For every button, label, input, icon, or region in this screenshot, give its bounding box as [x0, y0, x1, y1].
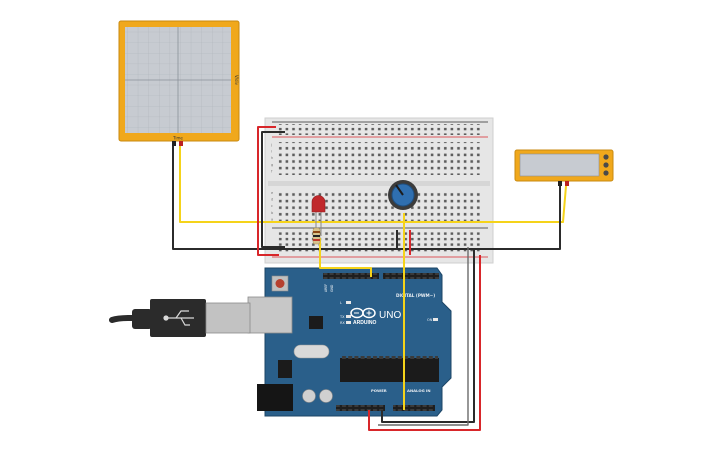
- aref-label: AREF: [324, 284, 328, 292]
- multimeter-terminal-2[interactable]: [603, 162, 609, 168]
- arduino-model: UNO: [379, 310, 401, 321]
- power-label: POWER: [371, 388, 387, 393]
- oscilloscope-probe-negative[interactable]: [172, 141, 176, 146]
- row-letter-e: e: [271, 191, 274, 195]
- multimeter-terminal-1[interactable]: [603, 154, 609, 160]
- usb-port[interactable]: [247, 296, 293, 334]
- row-letter-j: j: [270, 143, 272, 147]
- usb-cable-cord: [109, 315, 155, 323]
- wire-scope-signal-yellow[interactable]: [179, 146, 567, 223]
- led-rx-label: RX: [340, 321, 345, 325]
- wires[interactable]: [172, 126, 567, 431]
- wire-black-left-rail[interactable]: [261, 131, 285, 248]
- led-l-label: L: [340, 301, 342, 305]
- usb-cable[interactable]: [109, 299, 251, 337]
- arduino-logo-icon: [350, 307, 376, 319]
- row-letter-g: g: [271, 163, 273, 167]
- digital-header-left-pins: [323, 273, 379, 279]
- voltage-regulator: [278, 360, 292, 378]
- resistor-band-3: [313, 239, 320, 241]
- row-letter-b: b: [271, 211, 274, 215]
- row-letter-h: h: [271, 156, 273, 160]
- wire-led-to-pin-yellow[interactable]: [319, 238, 372, 277]
- power-header-pins: [336, 405, 385, 411]
- on-label: ON: [427, 318, 433, 322]
- led-tx-label: TX: [339, 315, 345, 319]
- oscilloscope-x-label: Time: [172, 136, 183, 141]
- digital-label: DIGITAL (PWM~): [396, 293, 435, 298]
- wire-ground-rail-to-gnd[interactable]: [381, 250, 475, 423]
- terminal-strip-lower[interactable]: [278, 190, 483, 223]
- capacitor-1: [302, 389, 316, 403]
- multimeter-probe-positive[interactable]: [565, 181, 569, 186]
- usb-symbol-icon: [163, 310, 194, 326]
- digital-header-right-pins: [383, 273, 439, 279]
- multimeter-terminal-3[interactable]: [603, 170, 609, 176]
- multimeter-display: [519, 153, 600, 177]
- oscilloscope-y-label: V/div: [234, 75, 239, 86]
- led-body: [311, 195, 326, 213]
- usb-cable-boot: [132, 309, 152, 329]
- row-letter-f: f: [271, 169, 273, 173]
- led-on: [433, 318, 438, 321]
- led-l: [346, 301, 351, 304]
- led[interactable]: [311, 195, 326, 237]
- resistor[interactable]: [312, 227, 321, 245]
- multimeter[interactable]: [514, 149, 614, 186]
- power-jack[interactable]: [257, 384, 293, 411]
- arduino-brand: ARDUINO: [353, 320, 376, 326]
- row-letter-c: c: [271, 204, 273, 208]
- row-letter-i: i: [271, 150, 272, 154]
- led-rx: [346, 321, 351, 324]
- bottom-power-rail[interactable]: [278, 231, 483, 253]
- arduino-uno[interactable]: AREF GND DIGITAL (PWM~) L TX RX ON ARDUI…: [247, 267, 452, 417]
- row-letter-d: d: [271, 198, 273, 202]
- top-power-rail[interactable]: [278, 124, 483, 135]
- analog-label: ANALOG IN: [407, 388, 431, 393]
- row-letter-a: a: [271, 217, 273, 221]
- multimeter-probe-negative[interactable]: [558, 181, 562, 186]
- wire-scope-ground-black[interactable]: [172, 146, 561, 250]
- terminal-strip-upper[interactable]: [278, 142, 483, 175]
- led-tx: [346, 315, 351, 318]
- potentiometer-indicator: [395, 184, 404, 196]
- usb-cable-metal: [205, 302, 251, 334]
- resistor-band-1: [313, 231, 320, 233]
- microcontroller-pins-top: [341, 356, 438, 359]
- potentiometer[interactable]: [388, 180, 418, 210]
- resistor-band-2: [313, 235, 320, 237]
- wire-5v-to-rail-red[interactable]: [368, 255, 481, 431]
- breadboard[interactable]: j i h g f e d c b a: [264, 117, 494, 264]
- gnd-label: GND: [330, 284, 334, 292]
- breadboard-row-letters: j i h g f e d c b a: [270, 143, 274, 221]
- center-channel: [268, 181, 490, 186]
- capacitor-2: [319, 389, 333, 403]
- microcontroller-chip: [340, 358, 439, 382]
- small-chip: [309, 316, 323, 329]
- oscilloscope[interactable]: Time V/div: [118, 20, 240, 146]
- reset-button-cap[interactable]: [275, 279, 285, 288]
- analog-header-pins: [393, 405, 435, 411]
- crystal: [293, 344, 330, 359]
- wire-gray-rail[interactable]: [378, 247, 469, 426]
- oscilloscope-probe-positive[interactable]: [179, 141, 183, 146]
- wire-red-left-rail[interactable]: [257, 126, 279, 256]
